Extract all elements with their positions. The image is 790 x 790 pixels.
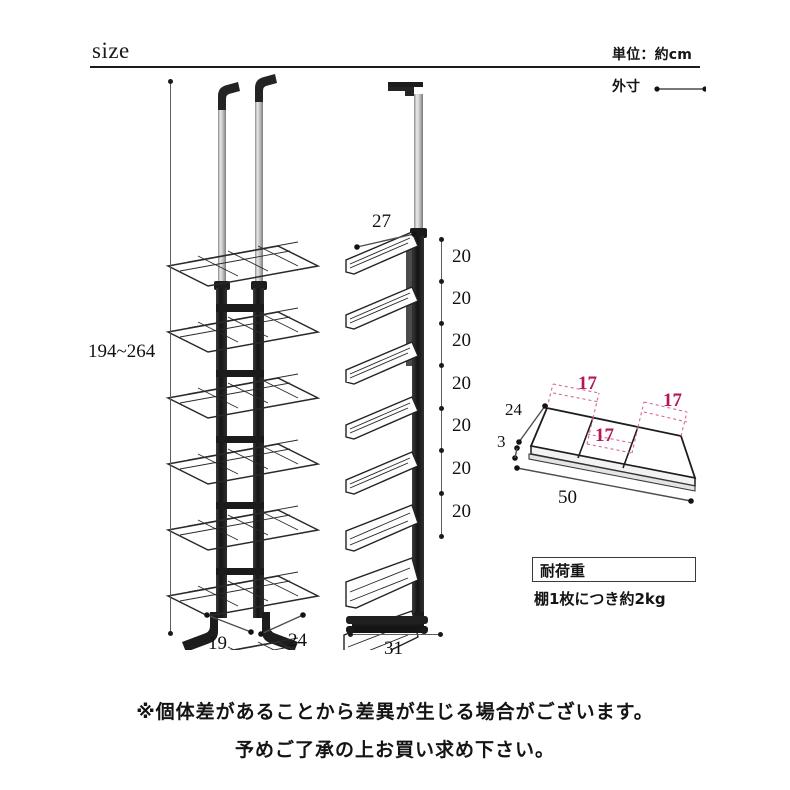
shelf-gap-value: 20: [452, 246, 471, 267]
panel-section-value: 17: [663, 390, 682, 411]
unit-note: 単位：約cm: [612, 47, 693, 63]
outer-dimension-label: 外寸: [612, 79, 640, 95]
disclaimer-line-2: 予めご了承の上お買い求め下さい。: [234, 739, 555, 761]
panel-depth-value: 24: [505, 400, 522, 419]
load-capacity-box: [532, 557, 696, 582]
gap-tick-dot: [438, 279, 444, 284]
shelf-panel-detail-illustration: [512, 383, 697, 504]
dimension-endpoint-dot: [348, 632, 353, 637]
front-depth-value: 19: [208, 633, 227, 654]
shelf-gap-value: 20: [452, 501, 471, 522]
header-divider: [90, 66, 700, 68]
gap-tick-dot: [438, 406, 444, 411]
shelf-gap-dimension-line: [441, 240, 443, 537]
rack-side-view-illustration: [343, 82, 428, 650]
overall-height-value: 194~264: [88, 341, 156, 362]
side-width-dimension-line: [350, 634, 442, 636]
panel-width-value: 50: [558, 487, 577, 508]
shelf-projection-dimension-line: [354, 231, 417, 250]
front-width-value: 24: [288, 630, 307, 651]
shelf-gap-value: 20: [452, 288, 471, 309]
dimension-endpoint-dot: [167, 631, 173, 636]
page-title: size: [92, 38, 130, 63]
dimension-endpoint-dot: [438, 632, 443, 637]
load-capacity-title: 耐荷重: [540, 562, 586, 580]
side-width-value: 31: [384, 638, 403, 659]
gap-tick-dot: [438, 491, 444, 496]
panel-section-value: 17: [595, 425, 614, 446]
shelf-projection-value: 27: [372, 211, 391, 232]
gap-tick-dot: [438, 363, 444, 368]
gap-tick-dot: [438, 448, 444, 453]
load-capacity-value: 棚1枚につき約2kg: [534, 590, 666, 608]
gap-tick-dot: [438, 534, 444, 539]
dimension-line-icon: [654, 86, 706, 92]
panel-section-value: 17: [578, 373, 597, 394]
gap-tick-dot: [438, 237, 444, 242]
front-base-dimensions: [204, 612, 306, 637]
shelf-gap-value: 20: [452, 458, 471, 479]
panel-thickness-value: 3: [497, 432, 506, 451]
shelf-gap-value: 20: [452, 330, 471, 351]
overall-height-dimension-line: [170, 82, 172, 634]
gap-tick-dot: [438, 321, 444, 326]
shelf-gap-value: 20: [452, 415, 471, 436]
shelf-gap-value: 20: [452, 373, 471, 394]
disclaimer-line-1: ※個体差があることから差異が生じる場合がございます。: [136, 701, 654, 723]
rack-front-view-illustration: [165, 74, 321, 650]
dimension-endpoint-dot: [167, 79, 173, 84]
